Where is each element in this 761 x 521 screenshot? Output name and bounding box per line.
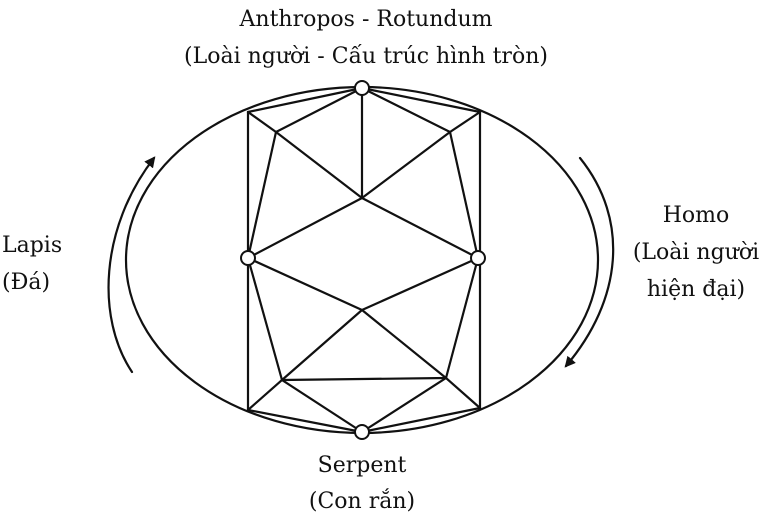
- label-right-line2: (Loài người: [633, 240, 759, 265]
- edge-right-to-lower-center: [360, 256, 480, 312]
- edge-bottom-left: [246, 408, 364, 434]
- edge-left-to-lower-inner-left: [246, 256, 284, 382]
- label-top-line1: Anthropos - Rotundum: [239, 7, 493, 32]
- edge-right-frame-to-inner-right: [448, 110, 482, 134]
- edge-right-frame-to-lower-inner-right: [444, 376, 482, 410]
- edge-lower-horizontal: [280, 376, 448, 382]
- edge-inner-right-to-center: [360, 130, 452, 200]
- edge-right-to-lower-inner-right: [444, 256, 480, 380]
- label-right-line1: Homo: [663, 203, 730, 228]
- edge-left-frame-to-lower-inner-left: [246, 378, 284, 412]
- inner-structure: [246, 86, 482, 434]
- edge-lower-center-to-inner-left: [280, 308, 364, 382]
- edge-inner-left-to-center: [274, 130, 364, 200]
- node-bottom: [354, 424, 370, 440]
- label-right-line3: hiện đại): [647, 277, 745, 302]
- edge-top-to-inner-left: [274, 86, 364, 134]
- arrow-left-rotation: [107, 156, 156, 374]
- edge-lower-inner-left-to-bottom: [280, 378, 364, 434]
- edge-inner-right-down: [448, 130, 480, 260]
- edge-top-right: [360, 86, 482, 114]
- label-left-line1: Lapis: [2, 233, 62, 258]
- node-top: [354, 80, 370, 96]
- arrow-right-rotation: [564, 156, 615, 368]
- edge-center-to-left: [246, 196, 364, 260]
- edge-lower-center-to-inner-right: [360, 308, 448, 380]
- label-bottom-line2: (Con rắn): [309, 488, 415, 514]
- edge-left-frame-to-inner-left: [246, 110, 278, 134]
- node-left: [240, 250, 256, 266]
- edge-inner-left-down: [246, 130, 278, 260]
- edge-top-left: [246, 86, 364, 114]
- edge-left-to-lower-center: [246, 256, 364, 312]
- edge-lower-inner-right-to-bottom: [360, 376, 448, 434]
- label-bottom-line1: Serpent: [318, 453, 407, 478]
- edge-bottom-right: [360, 406, 482, 434]
- edge-top-to-inner-right: [360, 86, 452, 134]
- label-top-line2: (Loài người - Cấu trúc hình tròn): [184, 43, 548, 69]
- label-left-line2: (Đá): [2, 270, 50, 295]
- node-right: [470, 250, 486, 266]
- edge-center-to-right: [360, 196, 480, 260]
